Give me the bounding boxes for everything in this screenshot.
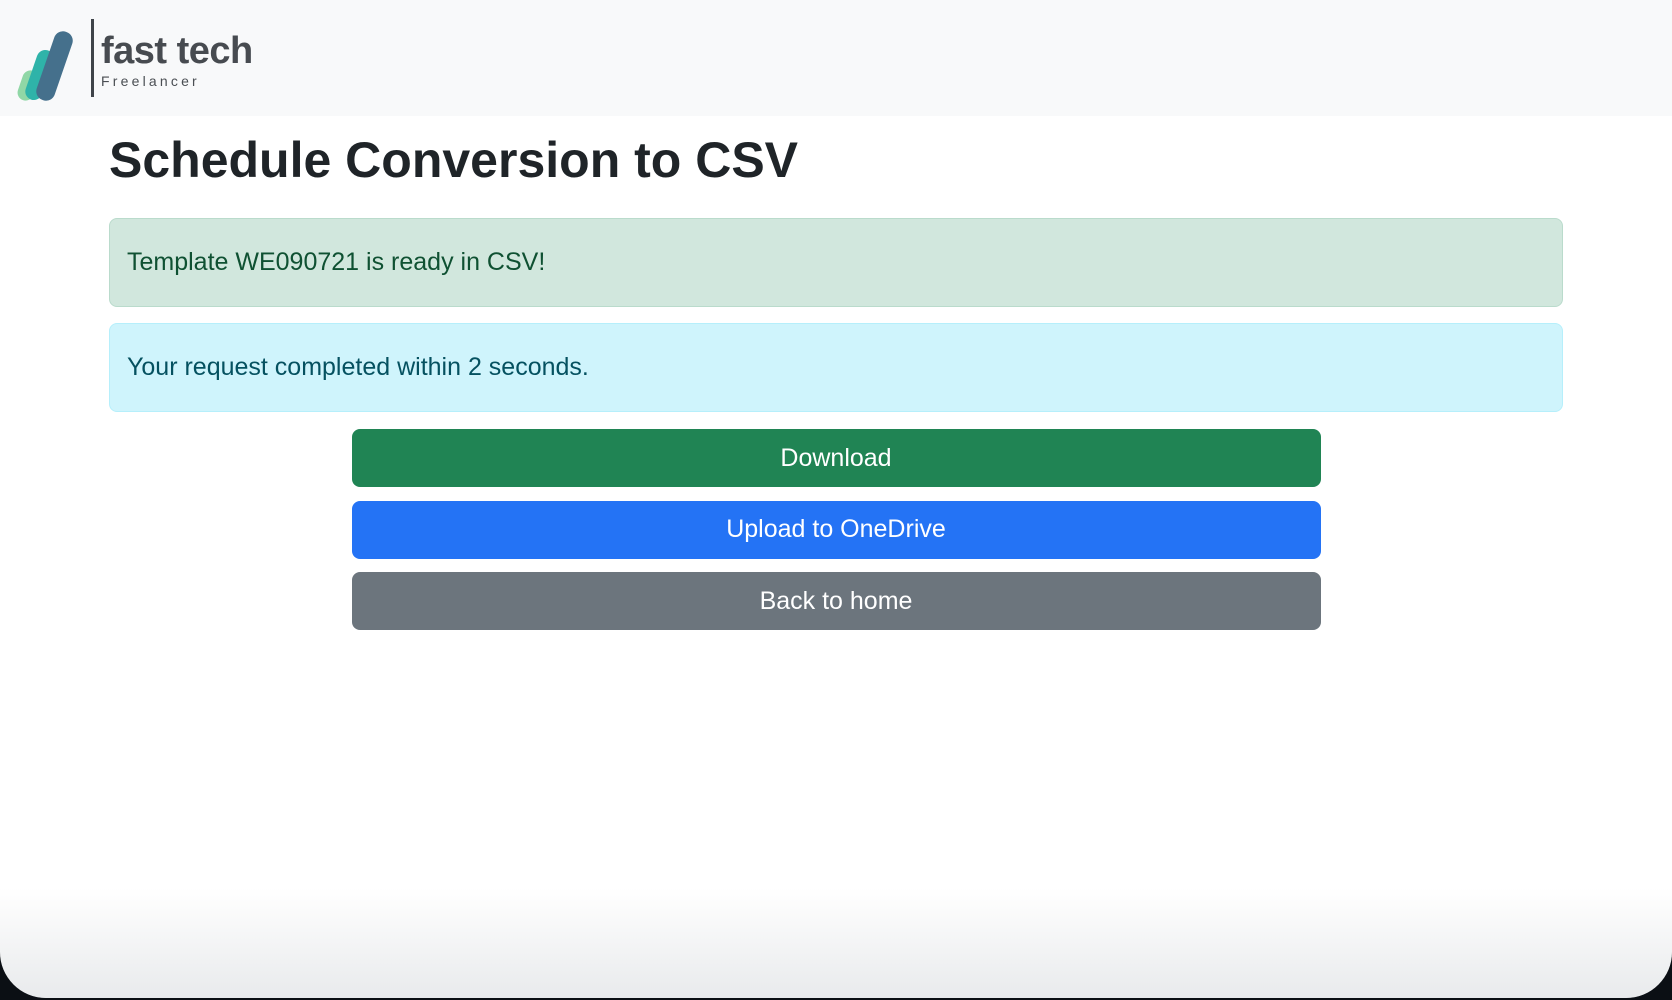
download-button[interactable]: Download xyxy=(351,429,1321,487)
logo-bars-icon xyxy=(15,10,88,106)
info-alert: Your request completed within 2 seconds. xyxy=(109,323,1563,412)
brand-logo[interactable]: fast tech Freelancer xyxy=(15,10,253,106)
brand-tagline: Freelancer xyxy=(101,73,200,89)
success-alert-text: Template WE090721 is ready in CSV! xyxy=(127,248,546,276)
action-buttons: Download Upload to OneDrive Back to home xyxy=(109,429,1563,630)
logo-divider xyxy=(91,19,94,97)
upload-to-onedrive-button[interactable]: Upload to OneDrive xyxy=(351,500,1321,559)
info-alert-text: Your request completed within 2 seconds. xyxy=(127,353,589,381)
success-alert: Template WE090721 is ready in CSV! xyxy=(109,218,1563,307)
page-title: Schedule Conversion to CSV xyxy=(109,132,799,188)
brand-name: fast tech xyxy=(101,30,253,72)
main-content: Schedule Conversion to CSV Template WE09… xyxy=(0,131,1672,630)
app-header: fast tech Freelancer xyxy=(0,0,1672,116)
back-to-home-button[interactable]: Back to home xyxy=(351,572,1321,630)
logo-text: fast tech Freelancer xyxy=(101,27,253,89)
